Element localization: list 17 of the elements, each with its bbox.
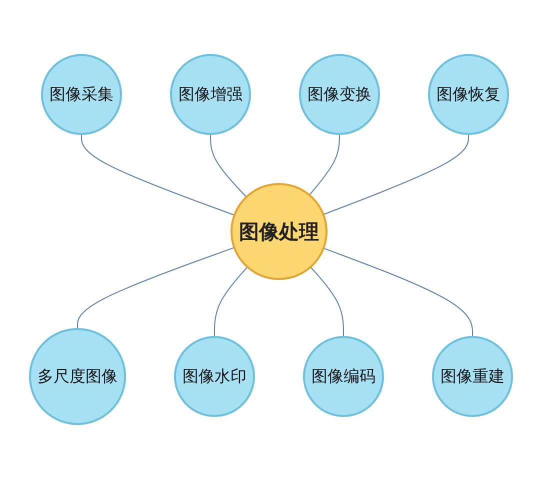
node-circle: 图像处理 [230,183,328,280]
node-circle: 图像变换 [299,54,380,135]
node-circle: 图像重建 [432,336,513,417]
node-circle: 图像编码 [303,336,384,417]
connector [81,134,235,216]
node-circle: 图像恢复 [428,54,509,135]
connector [310,266,344,338]
connector [322,134,469,216]
node-circle: 多尺度图像 [29,328,126,425]
connector [210,134,247,198]
node-circle: 图像采集 [41,54,122,135]
node-circle: 图像水印 [174,336,255,417]
connector [322,248,473,338]
connector [77,247,235,330]
connector [308,134,340,196]
node-circle: 图像增强 [170,54,251,135]
connector [214,266,248,338]
